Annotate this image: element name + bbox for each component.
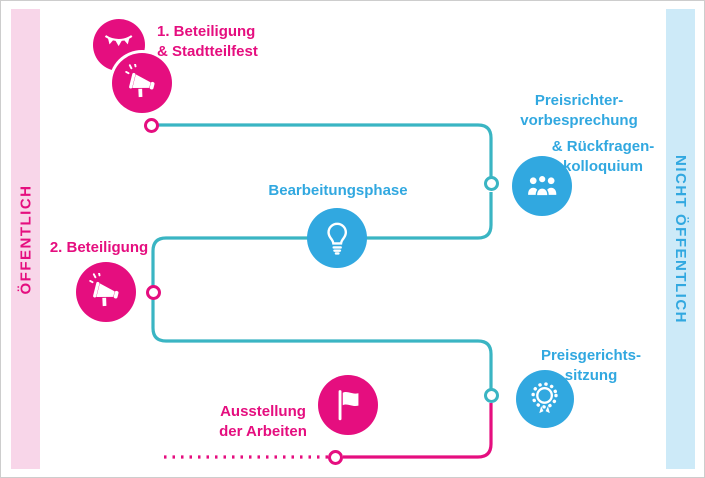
node-exhibition (318, 375, 378, 435)
label-line: der Arbeiten (219, 422, 307, 440)
people-icon (527, 174, 557, 197)
milestone-ring-jury-briefing (484, 176, 499, 191)
label-line: Bearbeitungsphase (268, 182, 408, 199)
megaphone-icon (89, 272, 119, 306)
node-jury-session (516, 370, 574, 428)
milestone-ring-participation2 (146, 285, 161, 300)
milestone-ring-exhibition (328, 450, 343, 465)
non-public-band: NICHT ÖFFENTLICH (666, 9, 695, 469)
milestone-ring-participation1 (144, 118, 159, 133)
flow-line-lower (151, 299, 493, 389)
node-jury-briefing (512, 156, 572, 216)
label-line: Preisrichter- (534, 92, 624, 109)
public-band: ÖFFENTLICH (11, 9, 40, 469)
node-participation2 (76, 262, 136, 322)
node-working-phase (307, 208, 367, 268)
label-line: vorbesprechung (520, 111, 638, 129)
label-jury-briefing-2: & Rückfragen- kolloquium (523, 137, 683, 177)
label-line: kolloquium (563, 157, 643, 175)
flow-line-top (158, 123, 493, 177)
milestone-ring-jury-session (484, 388, 499, 403)
label-jury-session: Preisgerichts- sitzung (521, 346, 661, 386)
lightbulb-icon (327, 222, 347, 255)
label-line: Preisgerichts- (540, 347, 642, 364)
label-participation1: 1. Beteiligung & Stadtteilfest (157, 22, 297, 62)
flow-line-bottom (343, 403, 493, 459)
label-line: 1. Beteiligung (157, 23, 256, 40)
label-line: 2. Beteiligung (49, 239, 149, 256)
label-line: & Rückfragen- (551, 138, 655, 155)
bunting-icon (105, 35, 133, 47)
medal-icon (531, 382, 559, 414)
label-jury-briefing-1: Preisrichter- vorbesprechung (499, 91, 659, 131)
label-line: Ausstellung (220, 403, 306, 420)
label-exhibition: Ausstellung der Arbeiten (199, 402, 327, 442)
megaphone-icon (125, 63, 155, 97)
label-line: sitzung (564, 366, 618, 384)
label-participation2: 2. Beteiligung (38, 238, 160, 258)
node-participation1 (112, 53, 172, 113)
label-line: & Stadtteilfest (157, 42, 258, 60)
label-working-phase: Bearbeitungsphase (240, 181, 436, 201)
flag-icon (338, 389, 359, 421)
